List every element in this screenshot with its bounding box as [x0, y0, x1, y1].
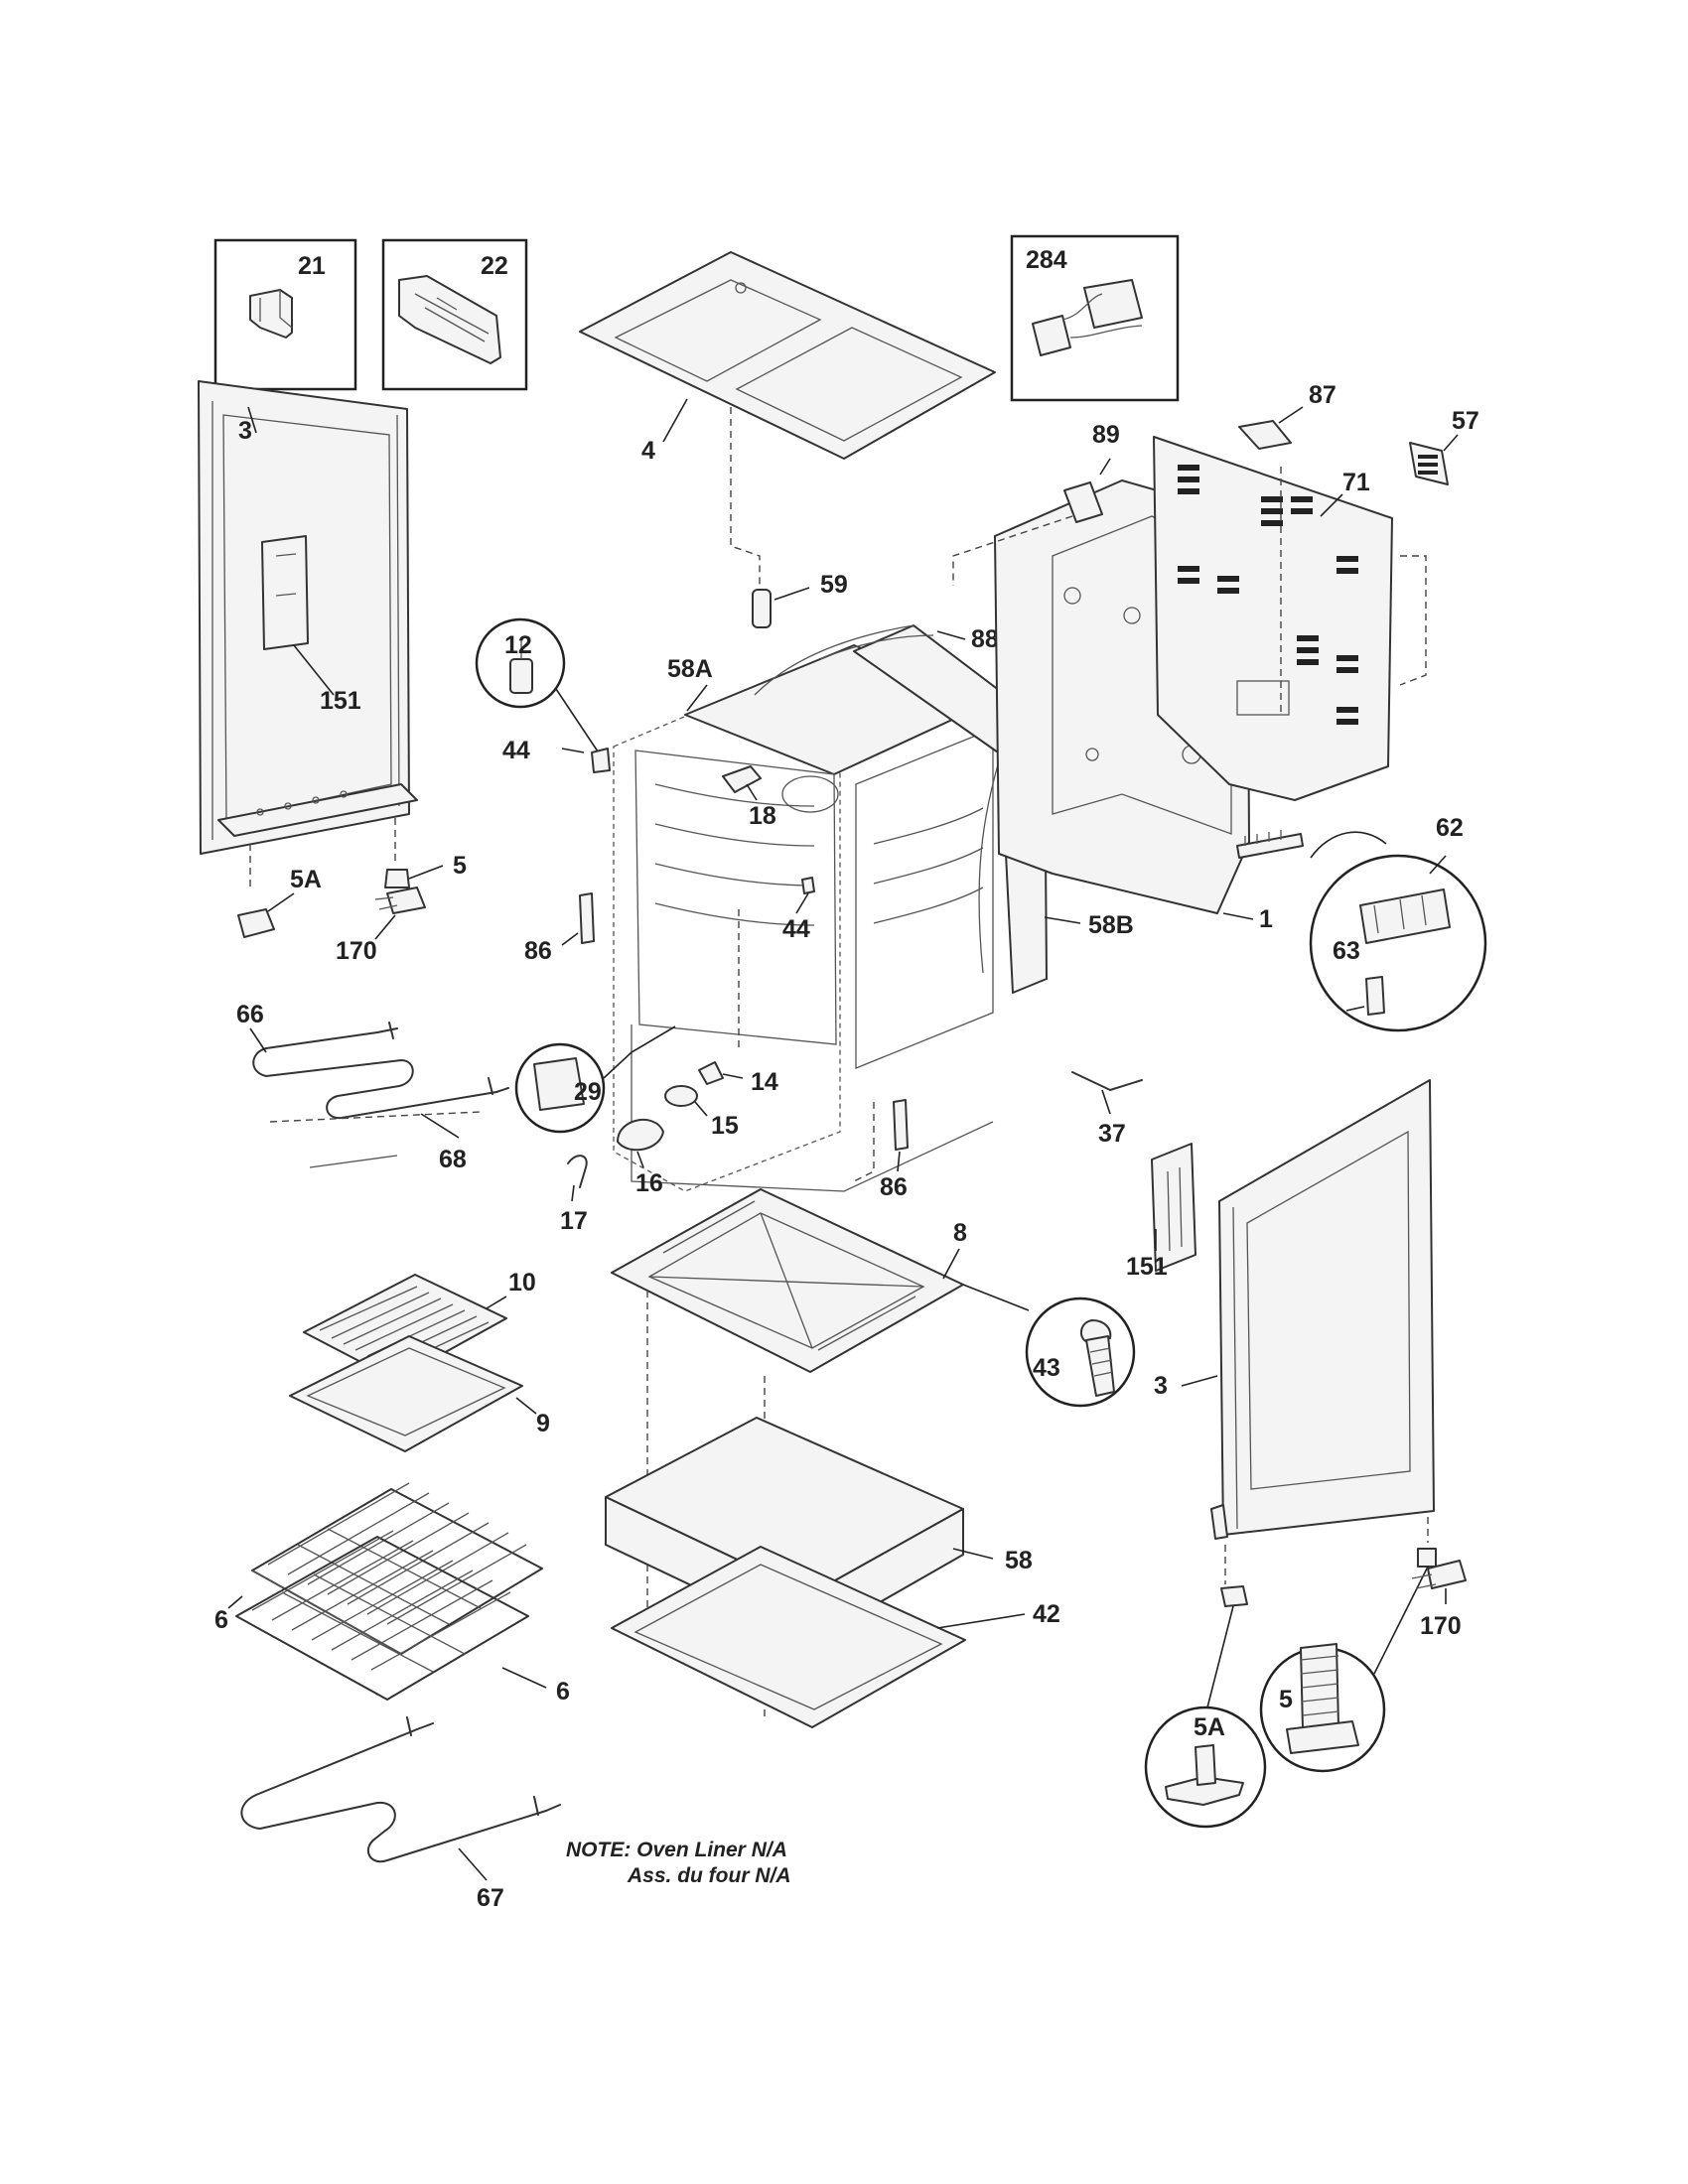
- callout-15: 15: [711, 1112, 739, 1140]
- callout-58A: 58A: [667, 655, 713, 683]
- callout-58: 58: [1005, 1547, 1033, 1574]
- rear-cover: 71: [1153, 436, 1427, 801]
- inset-part-284: 284: [1010, 234, 1180, 402]
- callout-8: 8: [953, 1219, 967, 1247]
- oven-liner-note: NOTE: Oven Liner N/A Ass. du four N/A: [566, 1839, 791, 1887]
- part-59: 59: [752, 571, 848, 628]
- callout-67: 67: [477, 1884, 504, 1912]
- broil-element: 66 68: [236, 1001, 509, 1173]
- hinge-parts-left: 5 5A 170: [237, 818, 467, 965]
- callout-88: 88: [971, 625, 999, 653]
- callout-21: 21: [298, 252, 326, 280]
- left-door: 3 151: [198, 380, 418, 855]
- callout-89: 89: [1092, 421, 1120, 449]
- callout-10: 10: [508, 1269, 536, 1297]
- callout-57: 57: [1452, 407, 1479, 435]
- part-86-left: 86: [524, 892, 595, 965]
- callout-1: 1: [1259, 905, 1273, 933]
- part-57: 57: [1409, 407, 1479, 485]
- callout-151-right: 151: [1126, 1253, 1168, 1281]
- hinge-parts-right: 5A 5 170: [1144, 1517, 1467, 1829]
- callout-62: 62: [1436, 814, 1464, 842]
- callout-58B: 58B: [1088, 911, 1134, 939]
- callout-44-left: 44: [502, 737, 530, 764]
- callout-4: 4: [641, 437, 655, 465]
- callout-63: 63: [1333, 937, 1360, 965]
- part-29: 29: [514, 1025, 676, 1134]
- callout-68: 68: [439, 1146, 467, 1173]
- callout-6-upper: 6: [214, 1606, 228, 1634]
- callout-6-lower: 6: [556, 1678, 570, 1706]
- callout-86-left: 86: [524, 937, 552, 965]
- note-line-1: NOTE: Oven Liner N/A: [566, 1839, 787, 1861]
- callout-18: 18: [749, 802, 776, 830]
- part-151-right: 151: [1126, 1143, 1196, 1281]
- inset-part-22: 22: [381, 238, 528, 391]
- part-89: 89: [952, 421, 1120, 586]
- broil-pan: 10 9: [289, 1269, 550, 1452]
- callout-29: 29: [574, 1078, 602, 1106]
- part-12-thermostat-sensor: 12 44: [475, 617, 611, 773]
- bake-element: 67: [240, 1716, 561, 1912]
- callout-14: 14: [751, 1068, 778, 1096]
- callout-151-left: 151: [320, 687, 361, 715]
- part-44-right: 44: [738, 877, 815, 1052]
- note-line-2: Ass. du four N/A: [627, 1864, 791, 1887]
- callout-170-right: 170: [1420, 1612, 1462, 1640]
- oven-light-parts: 14 15 16 17: [560, 1061, 778, 1235]
- right-door: 3: [1154, 1079, 1435, 1540]
- callout-5-right: 5: [1279, 1686, 1293, 1713]
- inset-part-21: 21: [213, 238, 357, 391]
- callout-9: 9: [536, 1410, 550, 1437]
- part-87: 87: [1238, 381, 1336, 450]
- callout-17: 17: [560, 1207, 588, 1235]
- callout-5A-right: 5A: [1194, 1713, 1225, 1741]
- callout-170-left: 170: [336, 937, 377, 965]
- callout-284: 284: [1026, 246, 1067, 274]
- callout-86-bottom: 86: [880, 1173, 908, 1201]
- callout-5-left: 5: [453, 852, 467, 880]
- callout-66: 66: [236, 1001, 264, 1028]
- callout-87: 87: [1309, 381, 1336, 409]
- callout-22: 22: [481, 252, 508, 280]
- callout-59: 59: [820, 571, 848, 599]
- base-pan: 42: [611, 1546, 1060, 1728]
- part-18: 18: [722, 765, 776, 830]
- part-37: 37: [1071, 1071, 1143, 1148]
- top-panel: 4: [579, 251, 996, 596]
- callout-12: 12: [504, 631, 532, 659]
- callout-37: 37: [1098, 1120, 1126, 1148]
- callout-42: 42: [1033, 1600, 1060, 1628]
- callout-3-left: 3: [238, 417, 252, 445]
- oven-racks: 6 6: [214, 1482, 570, 1706]
- part-86-bottom: 86: [853, 1099, 909, 1201]
- callout-43: 43: [1033, 1354, 1060, 1382]
- callout-44-right: 44: [782, 915, 810, 943]
- callout-5A-left: 5A: [290, 866, 322, 893]
- callout-3-right: 3: [1154, 1372, 1168, 1400]
- callout-16: 16: [635, 1169, 663, 1197]
- oven-bottom-panel: 8 43: [611, 1188, 1136, 1717]
- callout-71: 71: [1342, 469, 1370, 496]
- part-62-terminal-block: 62 63: [1236, 814, 1487, 1032]
